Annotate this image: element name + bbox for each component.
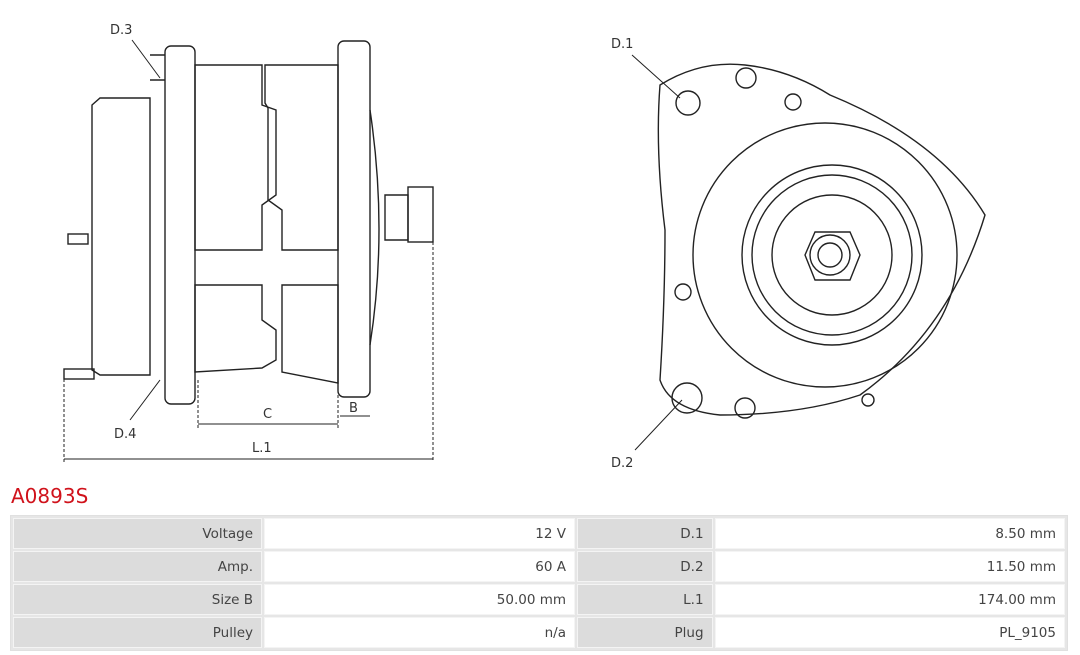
spec-label: Amp. xyxy=(13,551,263,582)
spec-label: D.1 xyxy=(577,518,713,549)
label-c: C xyxy=(263,407,272,422)
label-b: B xyxy=(349,401,358,416)
spec-value: n/a xyxy=(264,617,576,648)
label-d4: D.4 xyxy=(114,427,136,442)
spec-label: Plug xyxy=(577,617,713,648)
spec-value: 50.00 mm xyxy=(264,584,576,615)
label-l1: L.1 xyxy=(252,441,272,456)
spec-label: Size B xyxy=(13,584,263,615)
side-view xyxy=(63,40,434,405)
spec-value: 8.50 mm xyxy=(714,518,1065,549)
spec-value: 60 A xyxy=(264,551,576,582)
spec-label: Pulley xyxy=(13,617,263,648)
spec-label: D.2 xyxy=(577,551,713,582)
label-d1: D.1 xyxy=(611,37,633,52)
spec-label: L.1 xyxy=(577,584,713,615)
product-code: A0893S xyxy=(11,484,89,508)
spec-value: PL_9105 xyxy=(714,617,1065,648)
label-d2: D.2 xyxy=(611,456,633,471)
spec-value: 12 V xyxy=(264,518,576,549)
dimension-lines xyxy=(63,39,434,462)
front-view xyxy=(657,63,986,419)
spec-value: 174.00 mm xyxy=(714,584,1065,615)
label-d3: D.3 xyxy=(110,23,132,38)
spec-value: 11.50 mm xyxy=(714,551,1065,582)
spec-label: Voltage xyxy=(13,518,263,549)
alternator-drawing: D.3 D.4 C B L.1 D.1 D.2 xyxy=(63,23,986,471)
